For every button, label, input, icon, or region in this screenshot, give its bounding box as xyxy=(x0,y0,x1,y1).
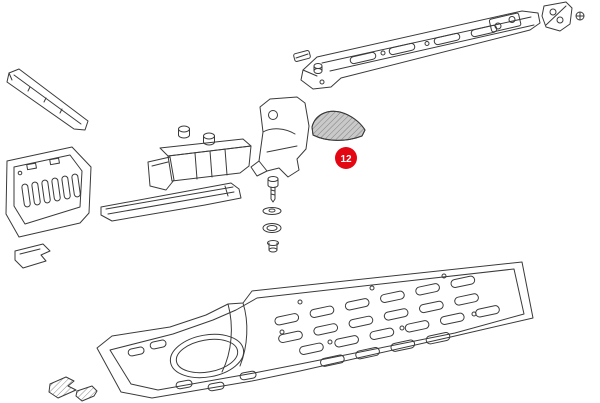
rail-end-bracket xyxy=(541,1,573,32)
rail-end-clip xyxy=(293,50,311,62)
small-screw xyxy=(575,11,585,21)
rear-tail-panel xyxy=(5,146,92,238)
crossmember-assembly xyxy=(100,138,252,222)
mounting-bolt xyxy=(203,132,215,146)
cowl-trim-strip xyxy=(6,68,89,131)
upper-crossmember-rail xyxy=(300,10,541,90)
bottom-left-clip xyxy=(75,385,98,402)
highlighted-part-12[interactable] xyxy=(311,110,366,141)
fastener-stack xyxy=(262,176,282,253)
callout-12[interactable]: 12 xyxy=(335,147,357,169)
rail-end-spacer xyxy=(313,63,323,74)
callout-12-label: 12 xyxy=(340,154,352,165)
diagram-art: 12 xyxy=(5,1,585,402)
corner-bracket xyxy=(14,243,51,269)
floor-pan xyxy=(96,261,534,399)
floor-pan-slots xyxy=(273,274,501,368)
mounting-bolt xyxy=(178,125,190,139)
bottom-left-clip xyxy=(48,376,77,399)
center-support-bracket xyxy=(250,96,310,178)
